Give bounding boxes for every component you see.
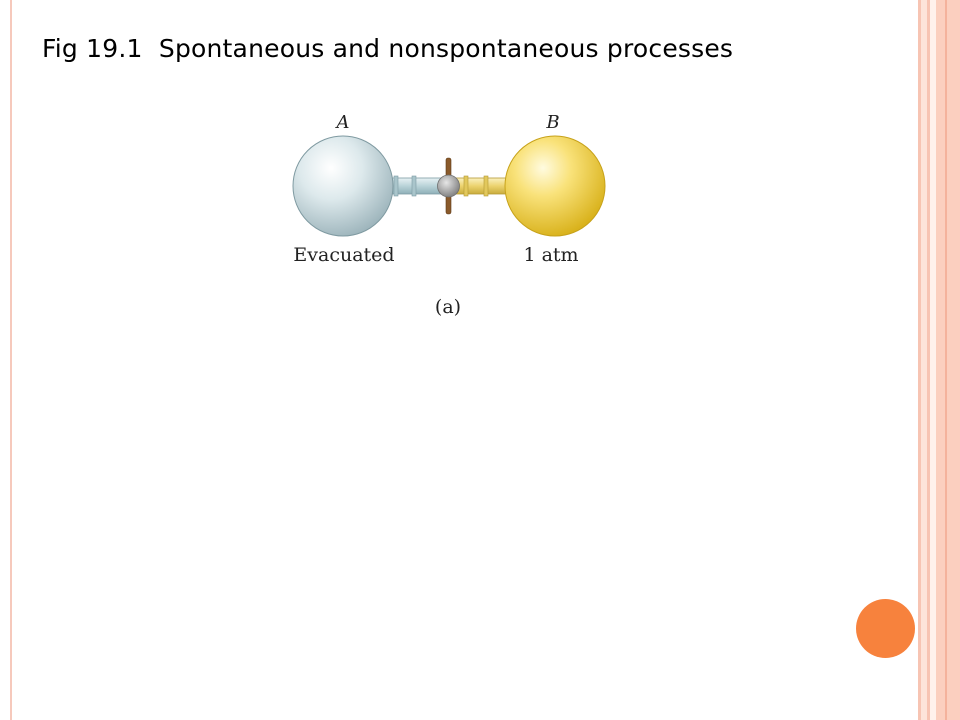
slide-title: Fig 19.1 Spontaneous and nonspontaneous … <box>42 34 734 63</box>
right-decorative-stripe <box>927 0 930 720</box>
right-decorative-stripe <box>945 0 947 720</box>
stopcock-valve <box>437 157 460 215</box>
orange-circle-decoration <box>856 599 915 658</box>
flask-a-state-label: Evacuated <box>293 244 394 266</box>
right-decorative-stripe <box>921 0 927 720</box>
left-border-line <box>10 0 12 720</box>
flask-diagram: A B Evacuated <box>280 100 620 330</box>
flask-a-evacuated <box>292 135 394 237</box>
right-decorative-stripe <box>930 0 936 720</box>
flask-a-letter: A <box>335 112 350 133</box>
flask-b-letter: B <box>545 112 559 133</box>
connecting-tube-b <box>447 175 511 197</box>
right-decorative-stripe <box>936 0 960 720</box>
flask-b-gas <box>504 135 606 237</box>
panel-label: (a) <box>435 296 461 318</box>
right-decorative-stripe <box>918 0 921 720</box>
flask-b-state-label: 1 atm <box>523 244 578 266</box>
